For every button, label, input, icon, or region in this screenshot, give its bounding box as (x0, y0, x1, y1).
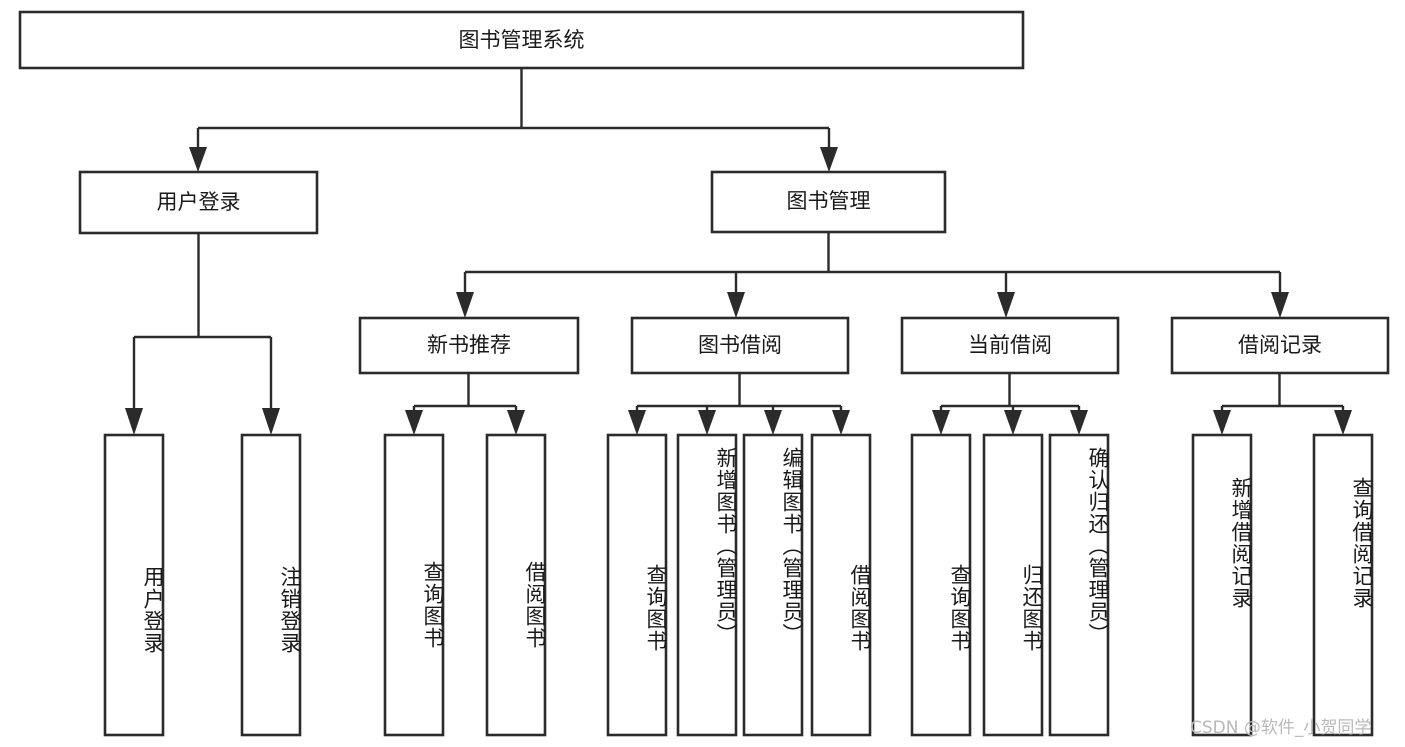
arrow-head-new-book-rec (456, 292, 474, 318)
arrow-head-l-return-book (1004, 410, 1022, 435)
arrow-head-l-add-book (698, 410, 716, 435)
arrow-head-l-borrow-book-2 (832, 410, 850, 435)
node-borrow-record-box[interactable] (1170, 316, 1390, 375)
node-new-book-rec-box[interactable] (358, 316, 580, 375)
connector-user-login-children (125, 233, 280, 435)
node-current-borrow-box[interactable] (900, 316, 1120, 375)
arrow-head-current-borrow (997, 292, 1015, 318)
leaf-box-add-record[interactable] (1191, 433, 1253, 737)
leaf-box-borrow-book-1[interactable] (485, 433, 547, 737)
node-new-book-rec-label: 新书推荐 (427, 333, 511, 357)
connector-book-manage-children (456, 232, 1289, 318)
arrow-head-book-manage (820, 147, 838, 172)
arrow-head-l-query-book-3 (932, 410, 950, 435)
node-new-book-rec[interactable]: 新书推荐 (358, 316, 580, 375)
csdn-watermark: CSDN @软件_小贺同学 (1190, 718, 1372, 738)
leaf-box-query-book-2[interactable] (606, 433, 668, 737)
leaf-box-logout[interactable] (240, 433, 302, 737)
node-root-label: 图书管理系统 (459, 28, 585, 52)
node-book-borrow-label: 图书借阅 (698, 333, 782, 357)
leaf-box-borrow-book-2[interactable] (810, 433, 872, 737)
node-book-manage-box[interactable] (710, 170, 947, 234)
arrow-head-l-add-record (1213, 410, 1231, 435)
arrow-head-l-edit-book (764, 410, 782, 435)
node-book-borrow[interactable]: 图书借阅 (630, 316, 850, 375)
arrow-head-borrow-record (1271, 292, 1289, 318)
leaf-box-return-book[interactable] (982, 433, 1044, 737)
leaf-box-edit-book[interactable] (742, 433, 804, 737)
arrow-head-l-confirm-return (1070, 410, 1088, 435)
arrow-head-user-login (189, 147, 207, 172)
connector-borrow-record-children (1213, 373, 1352, 435)
arrow-head-leaf-user-login (125, 408, 143, 435)
arrow-head-l-query-record (1334, 410, 1352, 435)
leaf-boxes (103, 433, 1374, 737)
node-user-login-label: 用户登录 (157, 190, 241, 214)
arrow-head-l-query-book-2 (628, 410, 646, 435)
node-borrow-record[interactable]: 借阅记录 (1170, 316, 1390, 375)
leaf-box-user-login[interactable] (103, 433, 165, 737)
connector-new-book-rec-children (405, 373, 525, 435)
arrow-head-l-borrow-book-1 (507, 410, 525, 435)
connector-current-borrow-children (932, 373, 1088, 435)
node-borrow-record-label: 借阅记录 (1238, 333, 1322, 357)
connector-book-borrow-children (628, 373, 850, 435)
node-current-borrow-label: 当前借阅 (968, 333, 1052, 357)
leaf-box-query-record[interactable] (1312, 433, 1374, 737)
connector-root-to-level1 (189, 68, 838, 172)
node-user-login[interactable]: 用户登录 (78, 170, 319, 235)
arrow-head-book-borrow (727, 292, 745, 318)
node-book-borrow-box[interactable] (630, 316, 850, 375)
leaf-box-add-book[interactable] (676, 433, 738, 737)
leaf-box-query-book-1[interactable] (383, 433, 445, 737)
node-book-manage-label: 图书管理 (787, 189, 871, 213)
leaf-box-query-book-3[interactable] (910, 433, 972, 737)
node-book-manage[interactable]: 图书管理 (710, 170, 947, 234)
node-user-login-box[interactable] (78, 170, 319, 235)
node-root[interactable]: 图书管理系统 (18, 10, 1025, 70)
node-root-box[interactable] (18, 10, 1025, 70)
arrow-head-l-query-book-1 (405, 410, 423, 435)
leaf-box-confirm-return[interactable] (1048, 433, 1110, 737)
node-current-borrow[interactable]: 当前借阅 (900, 316, 1120, 375)
arrow-head-leaf-logout (262, 408, 280, 435)
